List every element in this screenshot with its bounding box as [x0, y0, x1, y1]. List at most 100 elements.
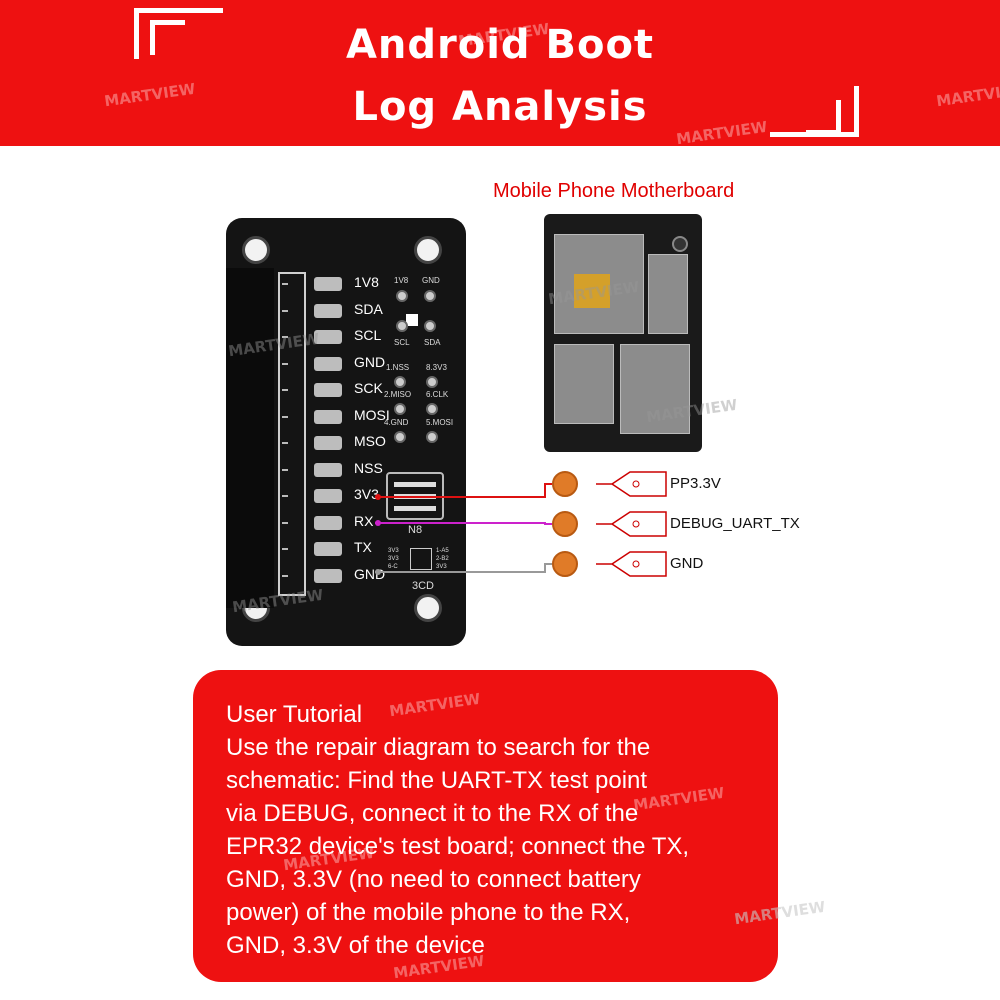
test-point	[424, 320, 436, 332]
probe-tip-icon	[596, 511, 667, 537]
connector-pin	[282, 336, 288, 338]
pad-label: RX	[354, 513, 374, 529]
banner-title-line2: Log Analysis	[352, 84, 648, 130]
probe-hole	[632, 480, 640, 488]
i2c-label: GND	[422, 276, 440, 285]
mount-hole	[242, 236, 270, 264]
spi-label: 5.MOSI	[426, 418, 454, 427]
pad	[314, 436, 342, 450]
connector-frame	[278, 272, 306, 596]
probe-label: GND	[670, 555, 704, 572]
pad	[314, 542, 342, 556]
pad	[314, 410, 342, 424]
pad-label: 1V8	[354, 274, 379, 290]
pin-header-connector	[226, 268, 274, 608]
switch-label: 3V3	[388, 548, 399, 554]
banner-title-line1: Android Boot	[345, 22, 655, 68]
connector-pin	[282, 522, 288, 524]
connector-pin	[282, 310, 288, 312]
pad-label: GND	[354, 354, 386, 370]
spi-label: 4.GND	[384, 418, 409, 427]
pad	[314, 357, 342, 371]
i2c-label: SDA	[424, 338, 441, 347]
pad	[314, 277, 342, 291]
test-point	[394, 403, 406, 415]
pad-label: MSO	[354, 433, 386, 449]
dip-switch	[410, 548, 432, 570]
mount-hole	[414, 594, 442, 622]
switch-label: 3V3	[436, 564, 447, 570]
connector-pin	[282, 469, 288, 471]
switch-label: 3V3	[388, 556, 399, 562]
pad	[314, 569, 342, 583]
probe-hole	[632, 520, 640, 528]
pad	[314, 489, 342, 503]
probe-hole	[632, 560, 640, 568]
connector-pin	[282, 389, 288, 391]
tutorial-line: GND, 3.3V (no need to connect battery	[226, 866, 641, 893]
test-point	[396, 320, 408, 332]
camera-icon	[672, 236, 688, 252]
socket-label: N8	[408, 524, 423, 536]
test-point	[396, 290, 408, 302]
cross-mark-icon	[406, 314, 418, 326]
connector-pin	[282, 363, 288, 365]
tutorial-heading: User Tutorial	[226, 701, 363, 728]
probe-tip-icon	[596, 471, 667, 497]
test-point	[394, 376, 406, 388]
switch-label: 6-C	[388, 564, 398, 570]
flash-socket	[386, 472, 444, 520]
i2c-label: 1V8	[394, 276, 409, 285]
shield-can	[620, 344, 690, 434]
board-footer-label: 3CD	[412, 580, 435, 592]
tutorial-line: GND, 3.3V of the device	[226, 932, 485, 959]
spi-label: 1.NSS	[386, 363, 410, 372]
corner-bracket-top-left-inner	[150, 20, 185, 55]
pad	[314, 463, 342, 477]
pad-label: NSS	[354, 460, 383, 476]
probe-label: PP3.3V	[670, 475, 721, 492]
shield-can	[648, 254, 688, 334]
pad-label: SCK	[354, 380, 383, 396]
connector-pin	[282, 442, 288, 444]
switch-label: 1-A5	[436, 548, 449, 554]
tutorial-text: User Tutorial Use the repair diagram to …	[226, 698, 766, 962]
connector-pin	[282, 283, 288, 285]
i2c-label: SCL	[394, 338, 410, 347]
test-pad-uart-tx	[552, 511, 578, 537]
test-point	[426, 431, 438, 443]
tutorial-box: User Tutorial Use the repair diagram to …	[193, 670, 778, 982]
spi-label: 8.3V3	[426, 363, 447, 372]
pad-label: 3V3	[354, 486, 379, 502]
pad-label: MOSI	[354, 407, 390, 423]
switch-label: 2-B2	[436, 556, 449, 562]
tutorial-line: via DEBUG, connect it to the RX of the	[226, 800, 639, 827]
phone-motherboard	[544, 214, 702, 452]
pad	[314, 516, 342, 530]
test-point	[426, 376, 438, 388]
test-point	[394, 431, 406, 443]
pad	[314, 383, 342, 397]
connector-pin	[282, 548, 288, 550]
corner-bracket-bottom-right-inner	[806, 100, 841, 135]
pad	[314, 304, 342, 318]
probe-tip-icon	[596, 551, 667, 577]
pad-label: GND	[354, 566, 386, 582]
mount-hole	[414, 236, 442, 264]
corner-bracket-top-left	[134, 8, 223, 59]
test-point	[426, 403, 438, 415]
soc-chip	[574, 274, 610, 308]
tutorial-line: EPR32 device's test board; connect the T…	[226, 833, 690, 860]
test-pad-pp3v3	[552, 471, 578, 497]
spi-label: 6.CLK	[426, 390, 449, 399]
pad-label: TX	[354, 539, 372, 555]
spi-label: 2.MISO	[384, 390, 412, 399]
pad	[314, 330, 342, 344]
connector-pin	[282, 575, 288, 577]
probe-label: DEBUG_UART_TX	[670, 515, 800, 532]
tutorial-line: Use the repair diagram to search for the	[226, 734, 651, 761]
diagram-title: Mobile Phone Motherboard	[493, 180, 735, 202]
tutorial-line: power) of the mobile phone to the RX,	[226, 899, 631, 926]
test-pad-gnd	[552, 551, 578, 577]
connector-pin	[282, 416, 288, 418]
